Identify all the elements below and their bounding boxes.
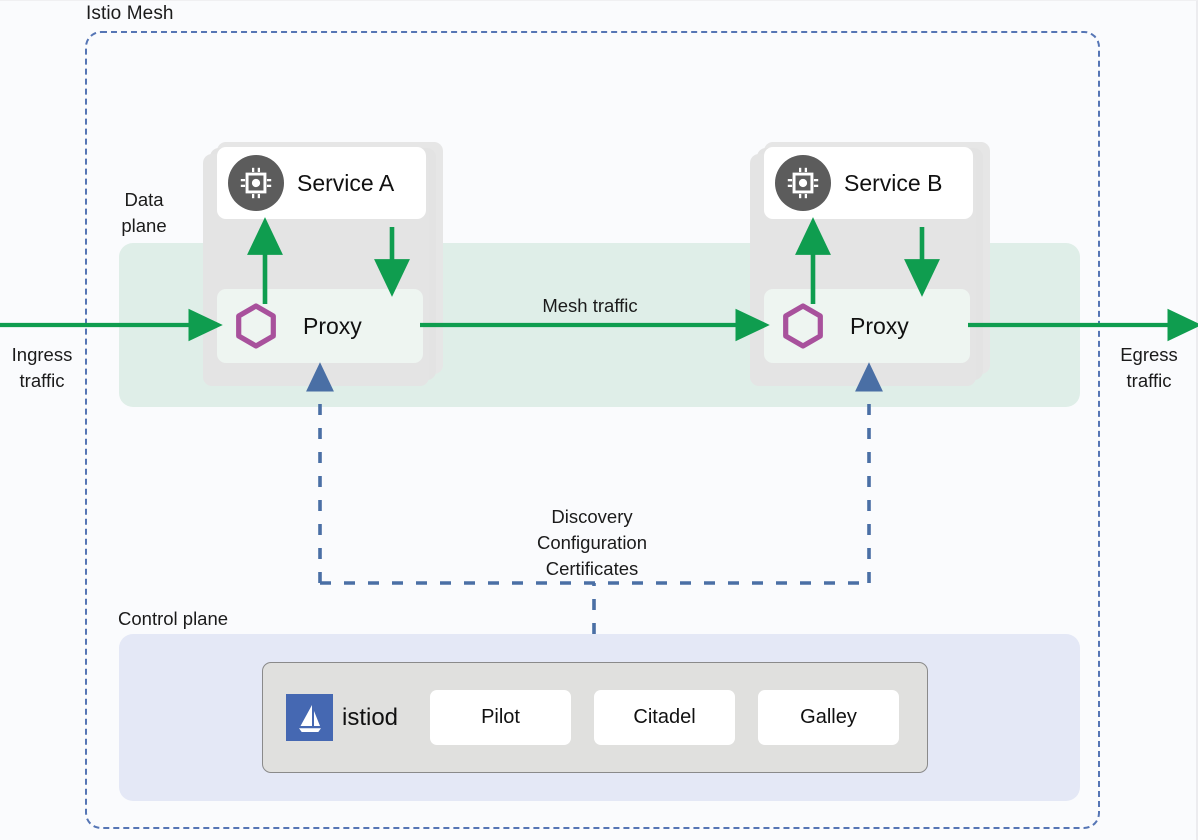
istio-sailboat-logo-icon — [286, 694, 333, 741]
ingress-traffic-label: Ingress traffic — [11, 344, 73, 391]
service-card-b[interactable]: Service B — [764, 147, 973, 219]
proxy-card-a[interactable]: Proxy — [217, 289, 423, 363]
istiod-panel[interactable]: istiod Pilot Citadel Galley — [262, 662, 928, 773]
service-name-label: Service A — [297, 169, 395, 196]
component-galley[interactable]: Galley — [758, 690, 900, 745]
service-card-a[interactable]: Service A — [217, 147, 426, 219]
egress-traffic-label: Egress traffic — [1120, 344, 1178, 391]
proxy-name-label: Proxy — [303, 312, 362, 339]
istio-mesh-title: Istio Mesh — [86, 3, 174, 24]
proxy-name-label: Proxy — [850, 312, 909, 339]
mesh-traffic-label: Mesh traffic — [542, 295, 638, 316]
hexagon-icon — [229, 299, 283, 353]
chip-icon — [228, 155, 284, 211]
pod-service-b[interactable]: Service B Proxy — [750, 142, 990, 387]
hexagon-icon — [776, 299, 830, 353]
istiod-brand: istiod — [286, 694, 398, 741]
proxy-card-b[interactable]: Proxy — [764, 289, 970, 363]
component-galley-label: Galley — [800, 706, 857, 728]
pod-service-a[interactable]: Service A Proxy — [203, 142, 443, 387]
istiod-label: istiod — [342, 703, 399, 731]
component-pilot[interactable]: Pilot — [430, 690, 572, 745]
component-citadel[interactable]: Citadel — [594, 690, 736, 745]
control-plane-label: Control plane — [118, 608, 229, 629]
istio-mesh-boundary — [85, 31, 1100, 829]
service-name-label: Service B — [844, 169, 943, 196]
chip-icon — [775, 155, 831, 211]
component-citadel-label: Citadel — [633, 706, 696, 728]
component-pilot-label: Pilot — [481, 706, 520, 728]
data-plane-label: Data plane — [121, 189, 167, 236]
discovery-configuration-certificates-label: Discovery Configuration Certificates — [536, 506, 648, 579]
